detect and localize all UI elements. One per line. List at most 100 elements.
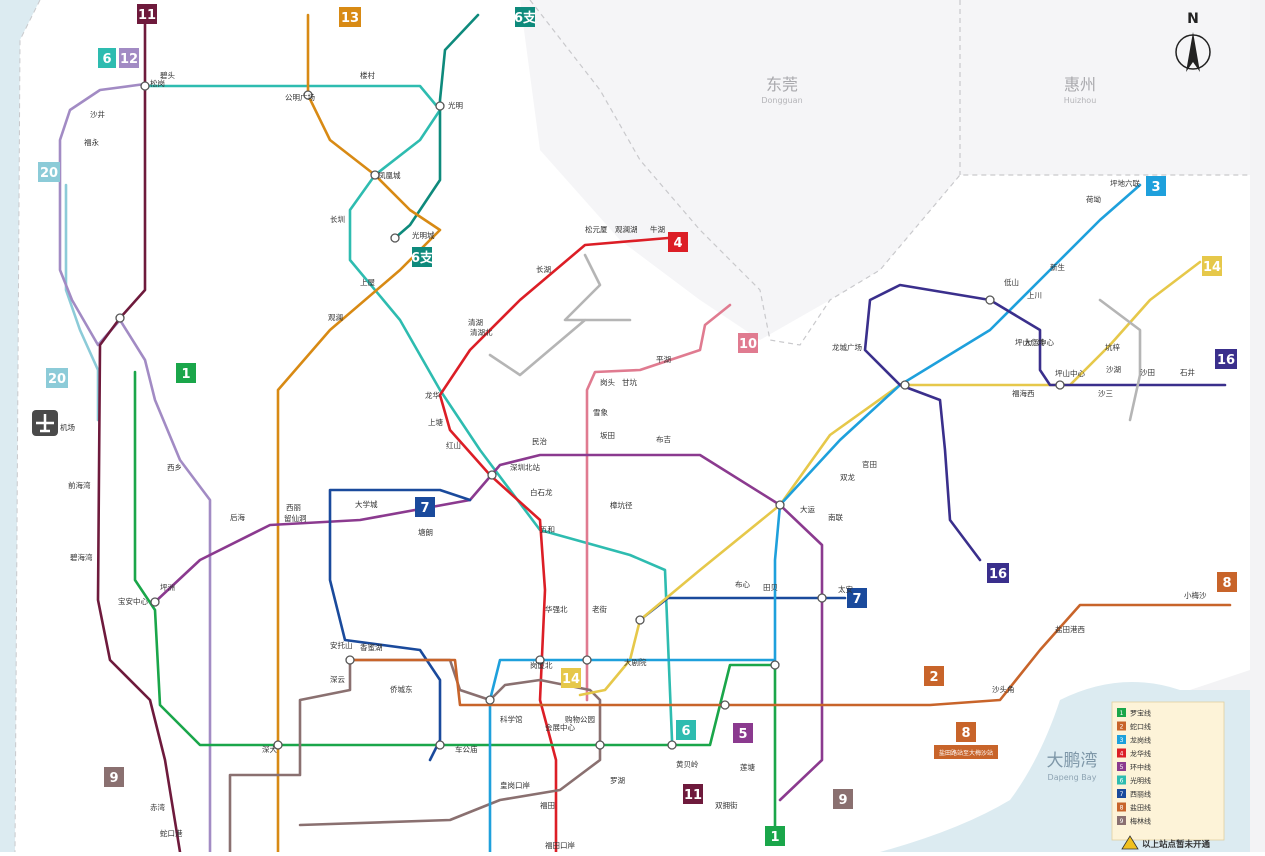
line-4[interactable] (438, 236, 670, 854)
station-label[interactable]: 荷坳 (1086, 194, 1102, 204)
station-label[interactable]: 樟坑径 (610, 500, 633, 510)
line-16[interactable] (863, 283, 1227, 562)
station-label[interactable]: 福海西 (1012, 388, 1035, 398)
station-label[interactable]: 大运 (800, 504, 815, 514)
station-label[interactable]: 上塘 (428, 417, 443, 427)
station-label[interactable]: 坪洲 (160, 583, 175, 592)
station-label[interactable]: 大学城 (355, 499, 378, 509)
station-label[interactable]: 沙湖 (1106, 365, 1121, 374)
station-label[interactable]: 科学馆 (500, 714, 523, 724)
station-label[interactable]: 红山 (446, 440, 461, 450)
station-label[interactable]: 龙华 (425, 390, 440, 400)
line-7[interactable] (328, 488, 472, 762)
station-label[interactable]: 光明城 (412, 230, 435, 240)
station-label[interactable]: 西丽 (286, 503, 301, 512)
station-label[interactable]: 车公庙 (455, 744, 478, 754)
station-label[interactable]: 皇岗口岸 (500, 780, 530, 790)
station-label[interactable]: 蛇口港 (160, 828, 183, 838)
station-label[interactable]: 凤凰城 (378, 171, 401, 180)
line-20[interactable] (64, 183, 100, 422)
station-label[interactable]: 新生 (1050, 262, 1066, 272)
station-label[interactable]: 坪地六联 (1110, 178, 1140, 188)
station-label[interactable]: 黄贝岭 (676, 759, 699, 769)
station-label[interactable]: 坪山中心 (1055, 368, 1085, 378)
station-label[interactable]: 低山 (1004, 277, 1019, 287)
station-label[interactable]: 上屋 (360, 278, 375, 287)
line-10[interactable] (585, 303, 732, 702)
station-label[interactable]: 雪象 (593, 407, 608, 417)
station-label[interactable]: 龙城广场 (832, 342, 862, 352)
station-label[interactable]: 莲塘 (740, 762, 755, 772)
station-label[interactable]: 香蜜湖 (360, 642, 383, 652)
station-label[interactable]: 岗头 (600, 377, 615, 387)
station-label[interactable]: 上川 (1027, 291, 1042, 300)
station-label[interactable]: 罗湖 (610, 776, 625, 785)
station-label[interactable]: 大剧院 (624, 657, 647, 667)
station-label[interactable]: 购物公园 (565, 714, 595, 724)
station-label[interactable]: 公明广场 (285, 92, 315, 102)
station-label[interactable]: 楼村 (360, 70, 375, 80)
station-label[interactable]: 清湖北 (470, 327, 493, 337)
station-label[interactable]: 光明 (448, 100, 463, 110)
station-label[interactable]: 清湖 (468, 317, 483, 327)
station-label[interactable]: 长湖 (536, 264, 551, 274)
station-label[interactable]: 会展中心 (545, 722, 575, 732)
station-label[interactable]: 沙井 (90, 109, 105, 119)
station-label[interactable]: 白石龙 (530, 487, 553, 497)
line-9[interactable] (228, 658, 602, 854)
station-label[interactable]: 松岗 (150, 78, 165, 88)
station-label[interactable]: 赤湾 (150, 802, 165, 812)
station-label[interactable]: 沙田 (1140, 368, 1155, 377)
station-label[interactable]: 沙头角 (992, 684, 1015, 694)
station-label[interactable]: 深云 (330, 675, 345, 684)
station-label[interactable]: 大运中心 (1024, 337, 1054, 347)
station-label[interactable]: 西乡 (167, 463, 182, 472)
station-label[interactable]: 岗厦北 (530, 661, 553, 670)
station-label[interactable]: 太安 (838, 584, 853, 594)
station-label[interactable]: 松元厦 (585, 224, 608, 234)
station-label[interactable]: 坪山广场 (1015, 337, 1045, 347)
line-13[interactable] (276, 13, 442, 854)
station-label[interactable]: 盐田港西 (1055, 624, 1085, 634)
station-label[interactable]: 小梅沙 (1184, 590, 1207, 600)
station-label[interactable]: 福田口岸 (545, 841, 575, 850)
station-label[interactable]: 华强北 (545, 604, 568, 614)
station-label[interactable]: 石井 (1180, 367, 1196, 377)
station-label[interactable]: 福田 (540, 801, 555, 810)
station-label[interactable]: 布吉 (656, 434, 671, 444)
line-2[interactable] (348, 658, 727, 707)
station-label[interactable]: 布心 (735, 579, 750, 589)
line-5[interactable] (153, 453, 824, 802)
station-label[interactable]: 双拥街 (715, 800, 738, 810)
station-label[interactable]: 甘坑 (622, 377, 637, 387)
station-label[interactable]: 碧海湾 (70, 552, 93, 562)
station-label[interactable]: 五和 (540, 525, 555, 534)
station-label[interactable]: 福永 (84, 137, 99, 147)
station-label[interactable]: 坂田 (600, 430, 615, 440)
station-label[interactable]: 塘朗 (418, 527, 433, 537)
line-6-branch[interactable] (393, 13, 480, 240)
station-label[interactable]: 留仙洞 (284, 513, 307, 523)
station-label[interactable]: 老街 (592, 604, 607, 614)
station-label[interactable]: 后海 (230, 512, 245, 522)
line-12[interactable] (58, 82, 212, 854)
station-label[interactable]: 田贝 (763, 583, 778, 592)
station-label[interactable]: 安托山 (330, 640, 353, 650)
line-8[interactable] (723, 603, 1232, 707)
station-label[interactable]: 官田 (862, 459, 877, 469)
station-label[interactable]: 平湖 (656, 355, 671, 364)
station-label[interactable]: 双龙 (840, 472, 855, 482)
station-label[interactable]: 观澜湖 (615, 225, 638, 234)
station-label[interactable]: 宝安中心 (118, 596, 148, 606)
station-label[interactable]: 碧头 (160, 70, 175, 80)
station-label[interactable]: 长圳 (330, 214, 345, 224)
station-label[interactable]: 侨城东 (390, 684, 413, 694)
station-label[interactable]: 坑梓 (1105, 342, 1121, 352)
station-label[interactable]: 机场 (60, 422, 75, 432)
station-label[interactable]: 深圳北站 (510, 462, 540, 472)
station-label[interactable]: 深大 (262, 744, 277, 754)
station-label[interactable]: 牛湖 (650, 224, 665, 234)
station-label[interactable]: 观澜 (328, 313, 343, 322)
station-label[interactable]: 前海湾 (68, 480, 91, 490)
line-11[interactable] (96, 20, 182, 854)
